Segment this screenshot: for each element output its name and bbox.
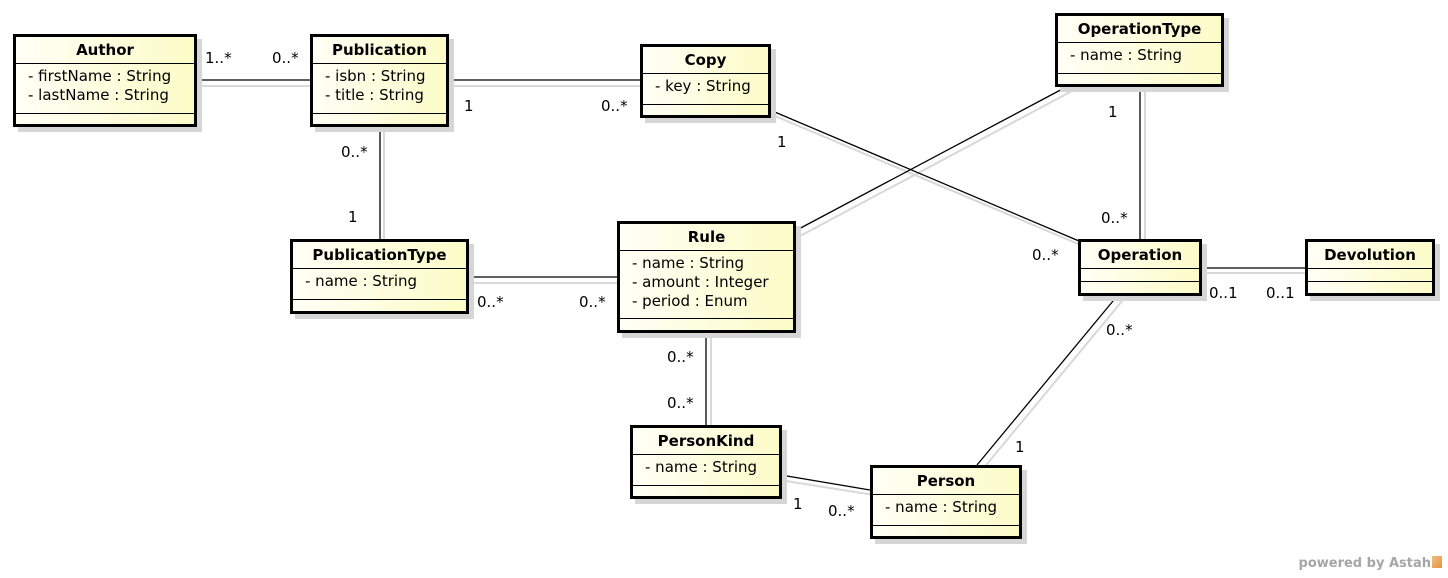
attribute: - name : String — [305, 272, 418, 290]
class-devolution[interactable]: Devolution — [1305, 239, 1435, 296]
multiplicity-label: 1 — [348, 208, 358, 226]
class-name: Devolution — [1308, 242, 1432, 269]
multiplicity-label: 0..* — [1101, 209, 1128, 227]
multiplicity-label: 0..* — [601, 97, 628, 115]
class-publicationtype[interactable]: PublicationType - name : String — [290, 239, 469, 314]
class-name: PersonKind — [633, 428, 779, 455]
attributes-compartment: - name : String - amount : Integer - per… — [620, 251, 793, 319]
multiplicity-label: 0..1 — [1266, 284, 1295, 302]
class-name: Copy — [643, 47, 768, 74]
class-name: Publication — [313, 37, 446, 64]
shadow-lines — [200, 85, 1310, 496]
attribute: - title : String — [325, 86, 424, 104]
attribute: - name : String — [885, 498, 998, 516]
class-person[interactable]: Person - name : String — [870, 465, 1022, 539]
class-name: Operation — [1081, 242, 1199, 269]
class-rule[interactable]: Rule - name : String - amount : Integer … — [617, 221, 796, 333]
assoc-personkind-person[interactable] — [780, 474, 871, 491]
attributes-compartment: - name : String — [293, 269, 466, 300]
attributes-compartment: - name : String — [873, 495, 1019, 526]
multiplicity-label: 0..* — [477, 293, 504, 311]
multiplicity-label: 1 — [1015, 438, 1025, 456]
attributes-compartment: - name : String — [633, 455, 779, 486]
attributes-compartment: - firstName : String - lastName : String — [16, 64, 194, 114]
attribute: - name : String — [1070, 46, 1183, 64]
multiplicity-label: 0..* — [579, 293, 606, 311]
attribute: - amount : Integer — [632, 273, 769, 291]
multiplicity-label: 0..1 — [1209, 284, 1238, 302]
class-name: Author — [16, 37, 194, 64]
attribute: - name : String — [632, 254, 745, 272]
multiplicity-label: 1..* — [205, 49, 232, 67]
attribute: - firstName : String — [28, 67, 172, 85]
attribute: - key : String — [655, 77, 751, 95]
multiplicity-label: 1 — [1108, 103, 1118, 121]
multiplicity-label: 0..* — [341, 143, 368, 161]
class-publication[interactable]: Publication - isbn : String - title : St… — [310, 34, 449, 127]
class-personkind[interactable]: PersonKind - name : String — [630, 425, 782, 499]
multiplicity-label: 1 — [464, 97, 474, 115]
assoc-operation-person[interactable] — [976, 294, 1119, 466]
class-name: OperationType — [1058, 16, 1221, 43]
powered-by-watermark: powered by Astah — [1299, 556, 1442, 571]
multiplicity-label: 0..* — [1032, 246, 1059, 264]
class-copy[interactable]: Copy - key : String — [640, 44, 771, 118]
multiplicity-label: 0..* — [272, 49, 299, 67]
class-name: PublicationType — [293, 242, 466, 269]
attributes-compartment: - key : String — [643, 74, 768, 105]
multiplicity-label: 0..* — [667, 394, 694, 412]
multiplicity-label: 1 — [777, 133, 787, 151]
attribute: - isbn : String — [325, 67, 426, 85]
attribute: - period : Enum — [632, 292, 748, 310]
attributes-compartment: - name : String — [1058, 43, 1221, 74]
attributes-compartment — [1308, 269, 1432, 282]
multiplicity-label: 0..* — [1106, 321, 1133, 339]
multiplicity-label: 1 — [793, 495, 803, 513]
class-name: Rule — [620, 224, 793, 251]
assoc-copy-operation[interactable] — [769, 109, 1080, 242]
attributes-compartment: - isbn : String - title : String — [313, 64, 446, 114]
attribute: - name : String — [645, 458, 758, 476]
attribute: - lastName : String — [28, 86, 169, 104]
attributes-compartment — [1081, 269, 1199, 282]
astah-logo-icon — [1432, 556, 1442, 568]
class-operation[interactable]: Operation — [1078, 239, 1202, 296]
assoc-rule-operationtype[interactable] — [794, 85, 1069, 232]
class-author[interactable]: Author - firstName : String - lastName :… — [13, 34, 197, 127]
multiplicity-label: 0..* — [828, 502, 855, 520]
powered-by-text: powered by Astah — [1298, 556, 1431, 571]
class-operationtype[interactable]: OperationType - name : String — [1055, 13, 1224, 87]
multiplicity-label: 0..* — [667, 348, 694, 366]
class-name: Person — [873, 468, 1019, 495]
